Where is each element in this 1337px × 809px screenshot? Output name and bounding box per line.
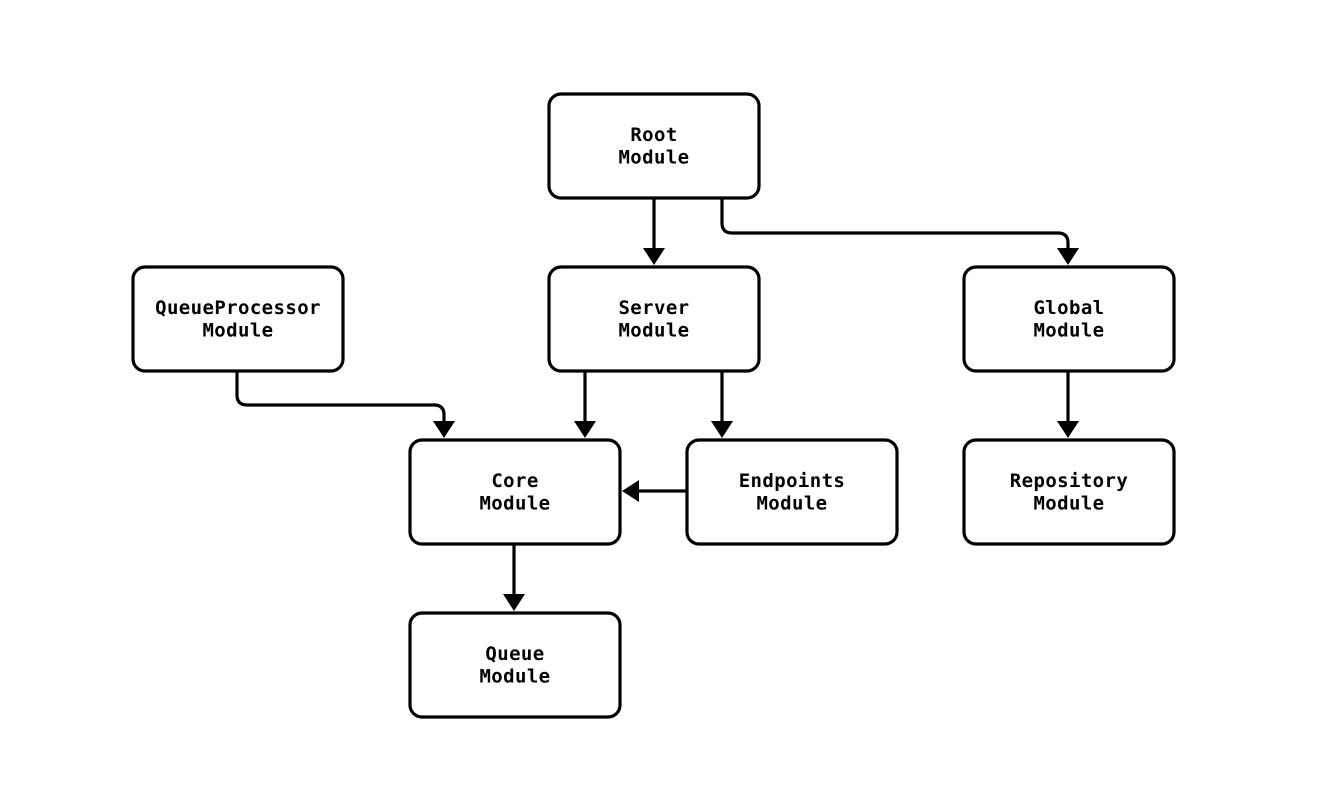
node-label-line1-queueprocessor: QueueProcessor (155, 296, 321, 318)
edge-server-endpoints (711, 371, 733, 438)
node-box-core[interactable] (408, 438, 622, 546)
node-box-server[interactable] (547, 265, 761, 373)
edge-root-global (720, 198, 1079, 265)
edge-server-core (574, 371, 596, 438)
node-label-line2-core: Module (479, 492, 550, 514)
arrowhead-global-repository (1057, 421, 1079, 438)
arrowhead-root-server (643, 248, 665, 265)
node-label-line1-server: Server (618, 296, 689, 318)
arrowhead-queueprocessor-core (433, 421, 455, 438)
node-box-endpoints[interactable] (685, 438, 899, 546)
edge-core-queue (503, 544, 525, 611)
node-label-line1-queue: Queue (485, 642, 544, 664)
arrowhead-endpoints-core (622, 480, 639, 502)
edge-global-repository (1057, 371, 1079, 438)
node-label-line1-root: Root (630, 123, 677, 145)
edges-layer (235, 198, 1079, 611)
node-label-line1-endpoints: Endpoints (739, 469, 846, 491)
node-label-line2-queue: Module (479, 665, 550, 687)
node-box-queue[interactable] (408, 611, 622, 719)
node-label-line2-root: Module (618, 146, 689, 168)
node-label-line1-repository: Repository (1010, 469, 1128, 491)
node-label-line2-endpoints: Module (756, 492, 827, 514)
node-box-root[interactable] (547, 92, 761, 200)
edge-root-server (643, 198, 665, 265)
edge-endpoints-core (622, 480, 687, 502)
arrowhead-server-endpoints (711, 421, 733, 438)
node-box-repository[interactable] (962, 438, 1176, 546)
node-label-line2-server: Module (618, 319, 689, 341)
node-box-queueprocessor[interactable] (131, 265, 345, 373)
arrowhead-server-core (574, 421, 596, 438)
node-label-line2-repository: Module (1033, 492, 1104, 514)
node-label-line2-queueprocessor: Module (202, 319, 273, 341)
node-label-line1-global: Global (1033, 296, 1104, 318)
arrowhead-root-global (1057, 248, 1079, 265)
node-label-line1-core: Core (491, 469, 538, 491)
node-box-global[interactable] (962, 265, 1176, 373)
node-label-line2-global: Module (1033, 319, 1104, 341)
edge-queueprocessor-core (235, 371, 455, 438)
arrowhead-core-queue (503, 594, 525, 611)
